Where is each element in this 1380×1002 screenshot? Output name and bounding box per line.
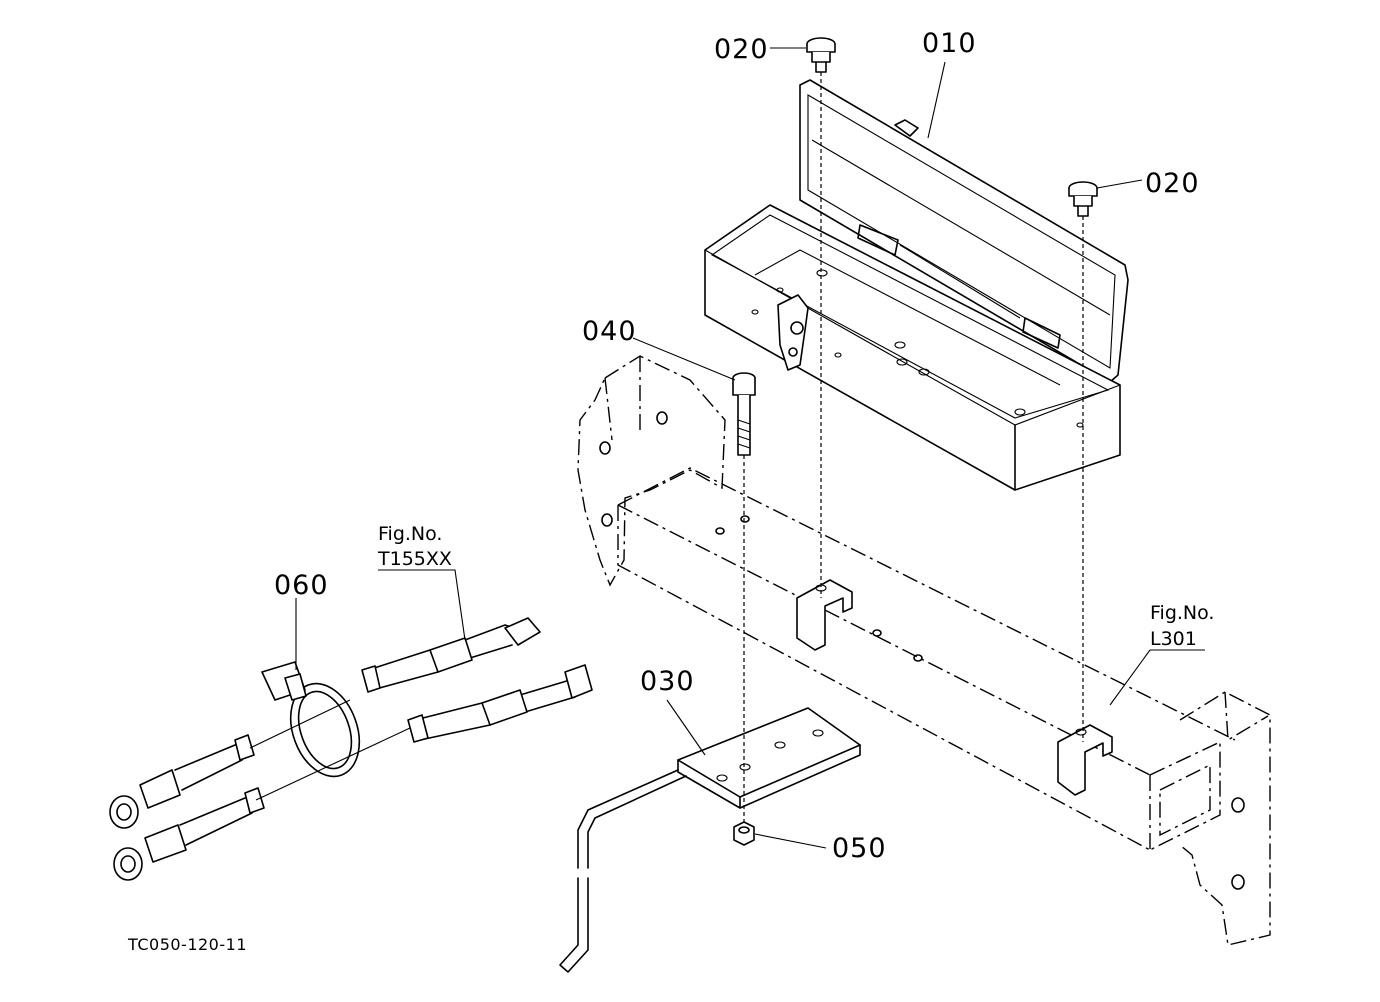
bolt-020-right <box>1068 181 1098 217</box>
part-label-040: 040 <box>582 316 637 347</box>
part-label-020-right: 020 <box>1145 168 1200 199</box>
u-bracket-right <box>1057 724 1113 796</box>
center-lines <box>743 72 1084 822</box>
plate-030 <box>559 707 861 973</box>
part-label-050: 050 <box>832 833 887 864</box>
part-label-010: 010 <box>922 28 977 59</box>
bolt-020-top <box>806 37 836 73</box>
nut-050 <box>733 821 755 846</box>
fig-ref-hoses-line1: Fig.No. <box>378 523 443 545</box>
cable-tie-060 <box>261 661 361 778</box>
bolt-040 <box>732 372 756 456</box>
part-label-020-top: 020 <box>714 34 769 65</box>
u-bracket-left <box>796 579 853 651</box>
frame-phantom <box>577 355 1271 946</box>
leader-lines <box>295 47 1205 849</box>
tool-box <box>704 79 1129 491</box>
frame-holes <box>599 411 1245 890</box>
hoses <box>109 617 593 881</box>
fig-ref-frame-line1: Fig.No. <box>1150 602 1215 624</box>
part-label-030: 030 <box>640 666 695 697</box>
fig-ref-hoses-line2: T155XX <box>378 548 452 570</box>
part-label-060: 060 <box>274 570 329 601</box>
diagram-code: TC050-120-11 <box>128 935 247 954</box>
fig-ref-frame-line2: L301 <box>1150 628 1197 650</box>
